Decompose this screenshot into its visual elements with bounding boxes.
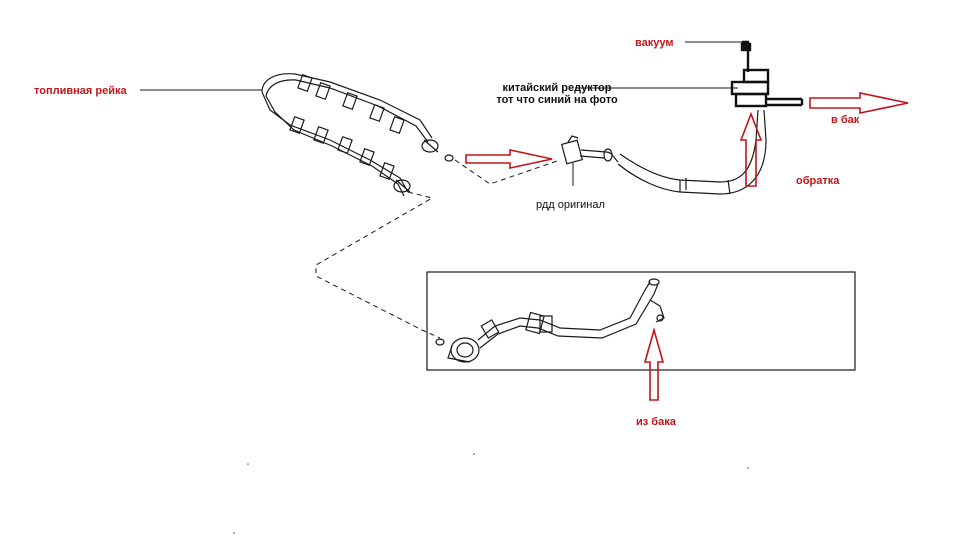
scan-dots [233, 453, 749, 534]
label-return: обратка [796, 175, 840, 187]
label-chinese-regulator-line1: китайский редуктор [502, 82, 612, 94]
label-chinese-regulator-line2: тот что синий на фото [496, 94, 618, 106]
label-chinese-regulator: китайский редуктор тот что синий на фото [492, 82, 622, 106]
arrow-from-tank [643, 327, 665, 401]
flow-arrows [465, 92, 909, 401]
return-hose-drawing [560, 109, 767, 195]
fuel-pump-box [426, 271, 856, 371]
chinese-regulator-drawing [730, 40, 804, 108]
label-to-tank: в бак [831, 114, 860, 126]
label-vacuum: вакуум [635, 37, 674, 49]
dashed-connectors [315, 159, 561, 339]
label-original-regulator: рдд оригинал [536, 199, 605, 211]
arrow-to-original-regulator [465, 149, 553, 169]
label-from-tank: из бака [636, 416, 676, 428]
arrow-to-tank [809, 92, 909, 114]
arrow-return [739, 111, 763, 187]
leader-lines [140, 41, 742, 186]
label-fuel-rail: топливная рейка [34, 85, 127, 97]
fuel-rail-drawing [261, 73, 454, 197]
